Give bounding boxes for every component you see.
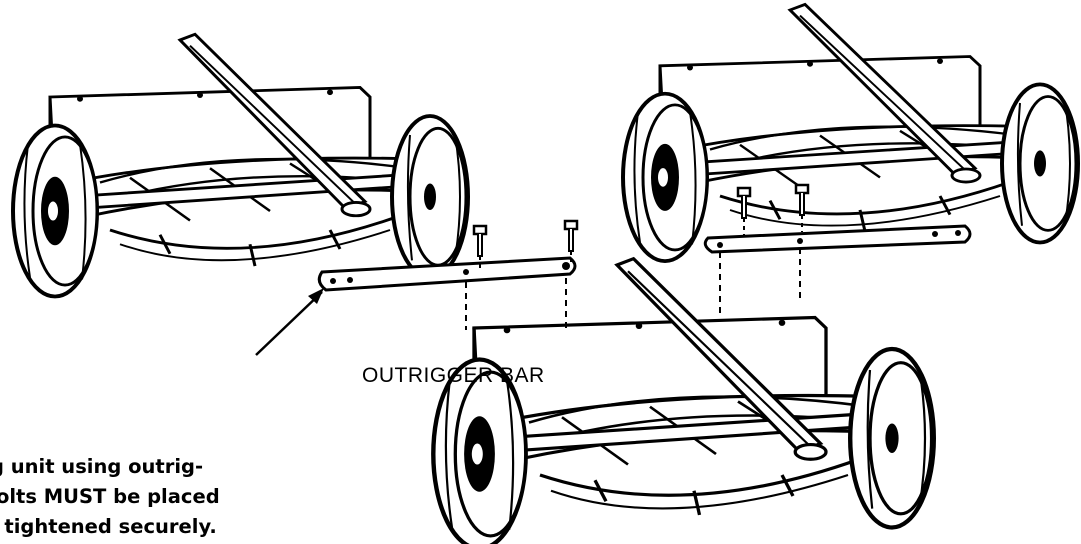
bolt-icon: [563, 219, 579, 253]
mower-top-right: [621, 2, 1080, 264]
caption-line: bolts MUST be placed: [0, 485, 220, 508]
outrigger-bar-right: [703, 224, 972, 315]
bolt-icon: [794, 183, 810, 217]
bolt-icon: [472, 224, 488, 258]
outrigger-bar-label: OUTRIGGER BAR: [362, 364, 545, 387]
caption-line: s tightened securely.: [0, 515, 217, 538]
callout-arrow: [255, 288, 324, 356]
caption-line: g unit using outrig-: [0, 455, 204, 478]
instruction-caption: g unit using outrig- bolts MUST be place…: [0, 452, 330, 542]
outrigger-bar-left: [317, 256, 577, 330]
mower-bottom: [433, 259, 934, 544]
mower-top-left: [11, 32, 470, 299]
